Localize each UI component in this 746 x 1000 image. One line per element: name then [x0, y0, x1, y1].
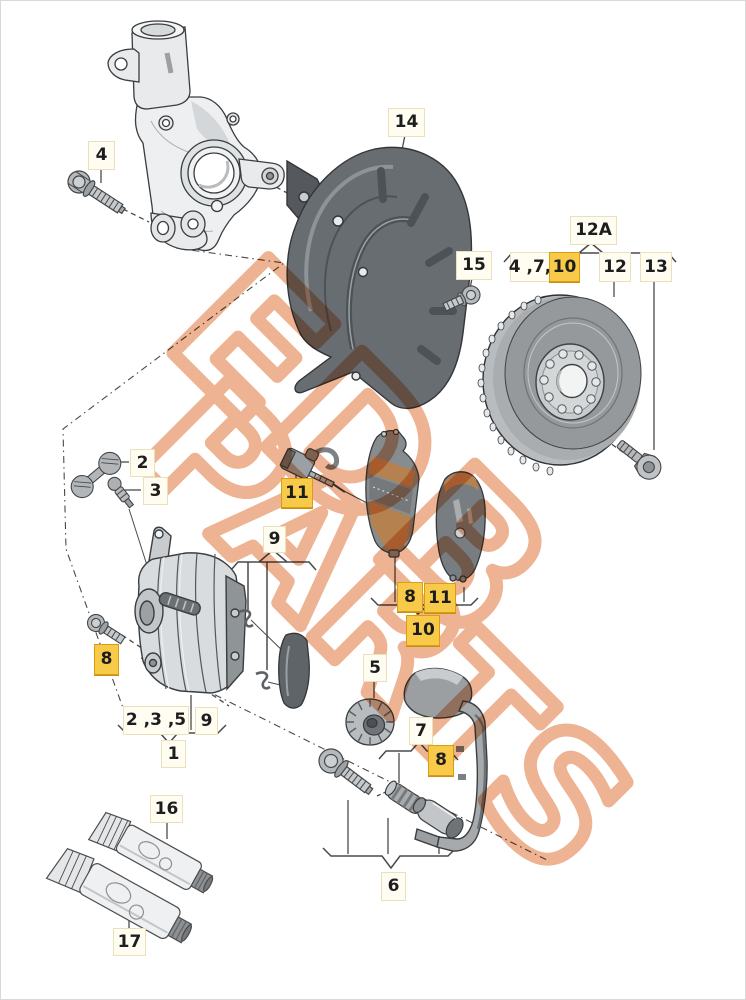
- part-label-9: 9: [263, 526, 286, 553]
- part-label-8b-highlighted: 8: [428, 745, 454, 776]
- part-label-7: 7: [409, 717, 433, 745]
- part-label-12A: 12A: [570, 216, 617, 245]
- part-label-6: 6: [381, 872, 406, 901]
- bolt-4-drawing: [67, 170, 126, 215]
- banjo-bolt-drawing: [70, 451, 122, 499]
- splash-shield-drawing: [286, 146, 473, 410]
- piston-boot-drawing: [345, 698, 395, 746]
- part-label-2-3-5: 2 ,3 ,5: [123, 706, 189, 735]
- caliper-drawing: [134, 526, 247, 694]
- part-label-13: 13: [640, 252, 672, 282]
- part-label-5: 5: [363, 654, 387, 682]
- brake-pad-outer-drawing: [435, 471, 486, 583]
- bolt4-dash-line: [122, 208, 150, 223]
- assembly-dash-line: [140, 657, 550, 862]
- disc-vent-holes: [477, 295, 554, 476]
- pad-clips-drawing: [238, 609, 271, 690]
- bracket-6: [322, 847, 457, 870]
- grease-tube-17-drawing: [45, 847, 193, 944]
- grease-tube-16-drawing: [87, 811, 214, 894]
- part-label-14: 14: [388, 108, 425, 137]
- part-label-4: 4: [88, 141, 115, 170]
- steering-knuckle-drawing: [107, 20, 285, 252]
- part-label-11b-highlighted: 11: [424, 583, 456, 613]
- guide-pin-drawing: [318, 748, 374, 796]
- brake-pad-inner-drawing: [365, 428, 420, 558]
- part-label-10-highlighted: 10: [549, 252, 580, 282]
- part-label-2: 2: [130, 449, 155, 477]
- part-label-8c-highlighted: 8: [397, 582, 423, 612]
- caliper-carrier-drawing: [403, 667, 488, 852]
- part-label-11-highlighted: 11: [281, 478, 313, 508]
- part-label-3: 3: [143, 477, 168, 505]
- part-label-4-7: 4 ,7,: [509, 252, 551, 282]
- brake-disc-drawing: [477, 294, 642, 476]
- sensor-leader-line: [343, 490, 368, 504]
- part-label-10b-highlighted: 10: [406, 615, 440, 646]
- part-label-1: 1: [161, 740, 186, 768]
- bleeder-valve-drawing: [107, 476, 135, 509]
- disc-bolt-holes: [539, 349, 601, 415]
- detail-frame-dash-line: [62, 247, 286, 709]
- bolt-8-drawing: [86, 613, 126, 645]
- screw-13-drawing: [616, 440, 662, 480]
- part-label-8-highlighted: 8: [94, 644, 119, 675]
- bolt-15-drawing: [442, 285, 481, 312]
- part-label-16: 16: [150, 795, 183, 823]
- part-label-12: 12: [599, 252, 631, 282]
- pad-shim-drawing: [278, 632, 310, 709]
- part-label-9b: 9: [195, 707, 218, 735]
- part-label-17: 17: [113, 928, 146, 956]
- guide-boot-drawing: [412, 797, 464, 839]
- wear-sensor-drawing: [279, 447, 346, 493]
- part-label-15: 15: [456, 251, 492, 280]
